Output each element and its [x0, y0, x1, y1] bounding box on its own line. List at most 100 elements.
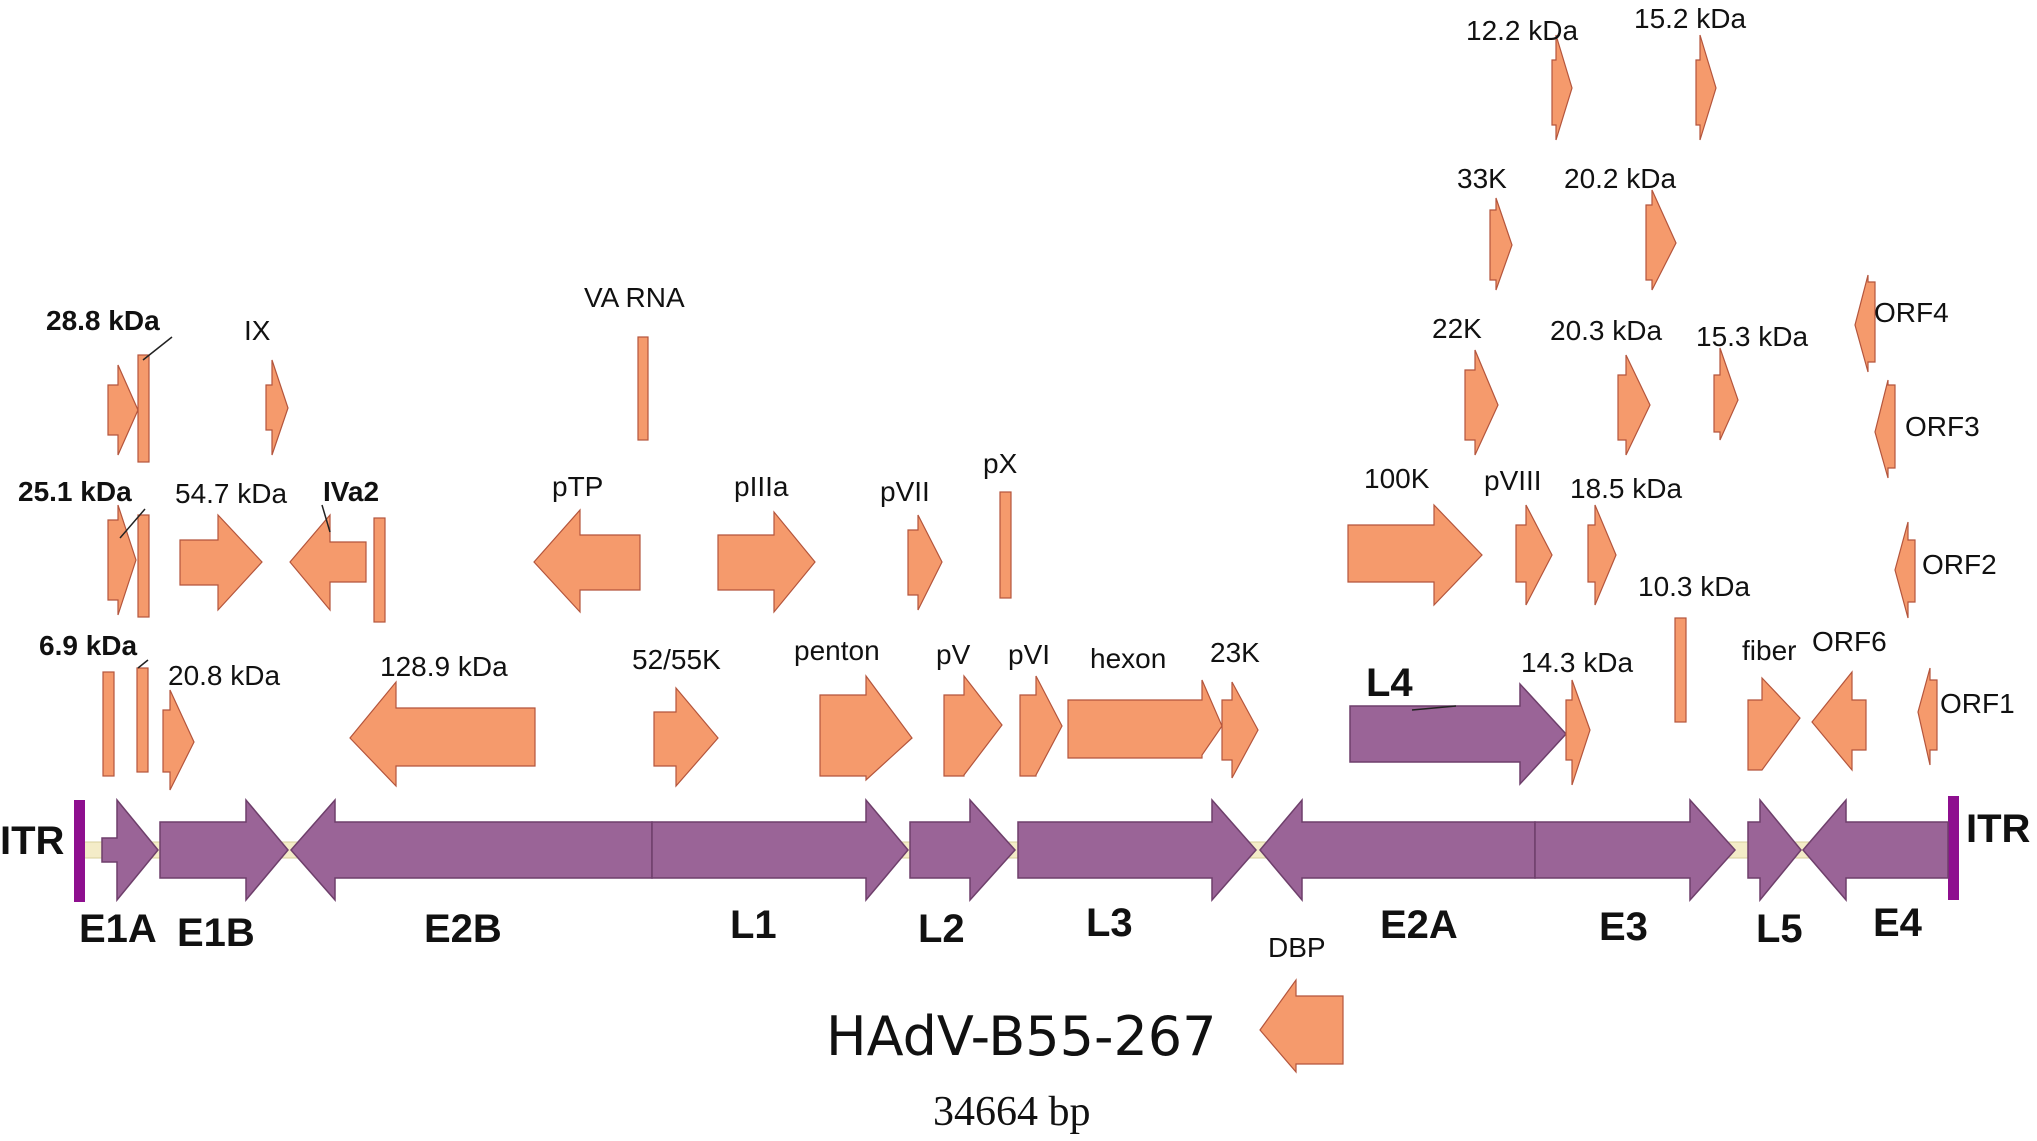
gene-15-2kda-arrow — [1695, 34, 1717, 141]
gene-6-9kda-bar-a — [102, 671, 115, 777]
gene-orf1-arrow — [1917, 667, 1938, 766]
gene-label-pvii: pVII — [880, 476, 930, 507]
gene-label-20-3kda: 20.3 kDa — [1550, 315, 1662, 346]
gene-12-2kda-arrow — [1551, 34, 1573, 141]
gene-label-ptp: pTP — [552, 471, 603, 502]
gene-label-54-7kda: 54.7 kDa — [175, 478, 287, 509]
gene-va-rna-bar — [637, 336, 649, 441]
region-label-e4: E4 — [1873, 901, 1923, 945]
gene-25-1kda-bar — [137, 514, 150, 618]
itr-left-label: ITR — [0, 819, 65, 863]
leader-line-28-8kda — [142, 336, 173, 361]
gene-fiber-arrow — [1747, 676, 1801, 771]
itr-right-marker — [1948, 796, 1959, 900]
gene-orf4-arrow — [1854, 274, 1876, 373]
gene-20-3kda-arrow — [1617, 354, 1651, 456]
gene-label-15-2kda: 15.2 kDa — [1634, 3, 1746, 34]
gene-orf3-arrow — [1874, 379, 1896, 479]
region-label-l2: L2 — [918, 907, 965, 951]
gene-label-6-9kda: 6.9 kDa — [39, 630, 137, 661]
region-e3-arrow — [1534, 798, 1737, 902]
gene-label-va-rna: VA RNA — [584, 282, 685, 313]
gene-54-7kda-arrow — [179, 513, 263, 612]
gene-orf6-arrow — [1811, 670, 1867, 772]
itr-left-marker — [74, 800, 85, 902]
leader-line-25-1kda — [119, 508, 146, 539]
gene-hexon-arrow — [1067, 679, 1223, 759]
gene-23k-arrow — [1221, 681, 1259, 779]
gene-label-l4: L4 — [1366, 661, 1413, 705]
gene-iva2-arrow — [289, 513, 367, 612]
gene-label-15-3kda: 15.3 kDa — [1696, 321, 1808, 352]
gene-label-14-3kda: 14.3 kDa — [1521, 647, 1633, 678]
map-title: HAdV-B55-267 — [826, 1005, 1217, 1068]
gene-penton-arrow — [819, 674, 913, 782]
gene-l4-arrow — [1349, 682, 1568, 786]
region-label-l1: L1 — [730, 903, 777, 947]
gene-label-12-2kda: 12.2 kDa — [1466, 15, 1578, 46]
gene-label-hexon: hexon — [1090, 643, 1166, 674]
gene-pvi-arrow — [1019, 675, 1063, 777]
gene-label-orf4: ORF4 — [1874, 297, 1949, 328]
region-e1b-arrow — [159, 797, 289, 903]
leader-line-l4 — [1411, 705, 1457, 711]
gene-label-px: pX — [983, 448, 1018, 479]
gene-label-20-2kda: 20.2 kDa — [1564, 163, 1676, 194]
region-l2-arrow — [909, 798, 1017, 902]
gene-label-100k: 100K — [1364, 463, 1430, 494]
gene-orf2-arrow — [1894, 521, 1916, 619]
gene-18-5kda-arrow — [1587, 504, 1617, 606]
gene-label-20-8kda: 20.8 kDa — [168, 660, 280, 691]
gene-28-8kda-arrow — [107, 364, 139, 456]
gene-label-fiber: fiber — [1742, 635, 1796, 666]
gene-25-1kda-arrow — [107, 504, 137, 616]
gene-22k-arrow — [1464, 349, 1499, 456]
leader-line-iva2 — [321, 504, 331, 533]
gene-label-52-55k: 52/55K — [632, 644, 721, 675]
region-l3-arrow — [1017, 798, 1257, 902]
region-label-l5: L5 — [1756, 907, 1803, 951]
gene-52-55k-arrow — [653, 686, 719, 788]
gene-iva2-bar — [373, 517, 386, 623]
gene-33k-arrow — [1489, 197, 1513, 291]
gene-15-3kda-arrow — [1713, 347, 1739, 441]
genome-size: 34664 bp — [933, 1089, 1091, 1135]
gene-100k-arrow — [1347, 503, 1483, 607]
gene-label-18-5kda: 18.5 kDa — [1570, 473, 1682, 504]
gene-14-3kda-arrow — [1565, 679, 1591, 786]
gene-label-128-9kda: 128.9 kDa — [380, 651, 508, 682]
gene-label-pv: pV — [936, 639, 971, 670]
region-label-e2a: E2A — [1380, 903, 1458, 947]
gene-28-8kda-bar — [137, 354, 150, 463]
gene-20-8kda-arrow — [162, 689, 195, 791]
gene-ptp-arrow — [533, 508, 641, 614]
region-label-e2b: E2B — [424, 907, 502, 951]
gene-pviii-arrow — [1515, 504, 1553, 606]
gene-label-28-8kda: 28.8 kDa — [46, 305, 160, 336]
region-label-e3: E3 — [1599, 905, 1648, 949]
gene-dbp-arrow — [1259, 978, 1344, 1074]
gene-label-dbp: DBP — [1268, 932, 1326, 963]
gene-piiia-arrow — [717, 510, 816, 614]
gene-label-orf1: ORF1 — [1940, 688, 2015, 719]
gene-label-22k: 22K — [1432, 313, 1482, 344]
region-e1a-arrow — [101, 797, 159, 903]
gene-label-ix: IX — [244, 315, 271, 346]
gene-label-orf6: ORF6 — [1812, 626, 1887, 657]
gene-label-23k: 23K — [1210, 637, 1260, 668]
gene-6-9kda-bar-b — [136, 667, 149, 773]
gene-label-orf2: ORF2 — [1922, 549, 1997, 580]
region-e2b-arrow — [290, 798, 653, 902]
gene-label-pviii: pVIII — [1484, 465, 1542, 496]
region-l5-arrow — [1747, 797, 1802, 903]
gene-10-3kda-bar — [1674, 617, 1687, 723]
gene-label-penton: penton — [794, 635, 880, 666]
itr-right-label: ITR — [1966, 807, 2031, 851]
gene-pvii-arrow — [907, 514, 943, 611]
gene-label-iva2: IVa2 — [323, 476, 379, 507]
gene-px-bar — [999, 491, 1012, 599]
region-label-e1a: E1A — [79, 907, 157, 951]
region-label-e1b: E1B — [177, 911, 255, 955]
region-e4-arrow — [1802, 797, 1949, 903]
